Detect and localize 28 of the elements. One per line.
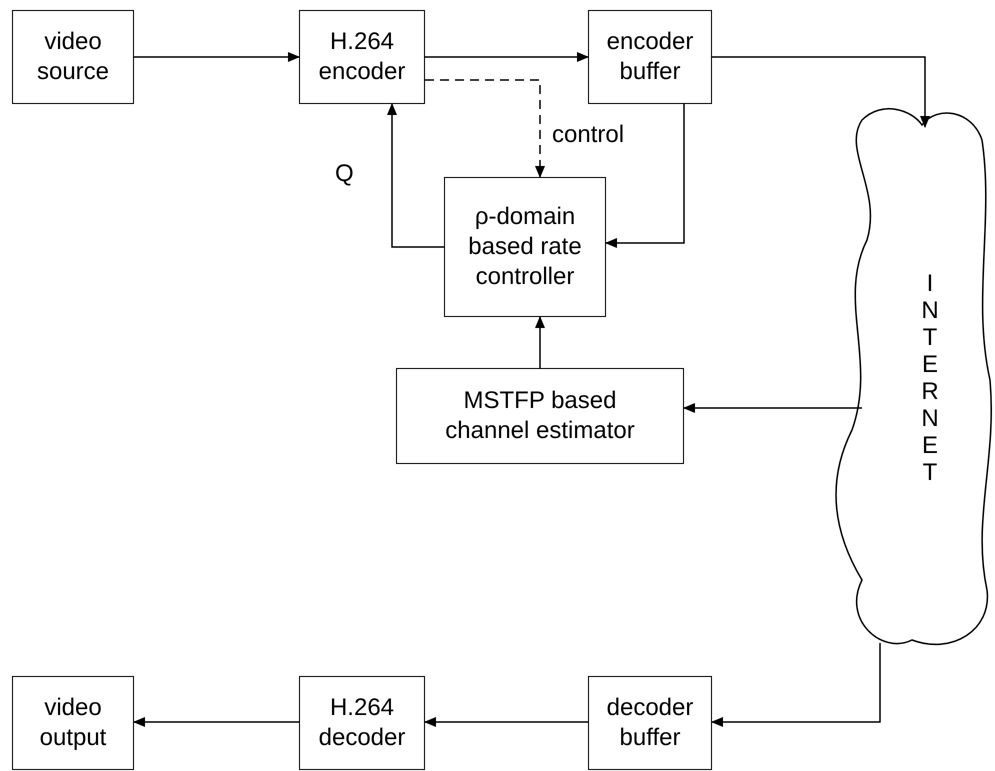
arrow (535, 316, 545, 368)
arrow (605, 104, 685, 248)
process-box (588, 676, 712, 770)
box-label: H.264 decoder (318, 693, 406, 753)
process-box (396, 368, 684, 464)
box-label: ρ-domain based rate controller (467, 202, 583, 292)
vertical-label: INTERNET (921, 270, 939, 486)
arrow (134, 52, 300, 62)
arrow (425, 79, 545, 178)
arrow (711, 643, 881, 727)
box-label: video output (38, 693, 108, 753)
process-box (299, 10, 425, 104)
process-box (299, 676, 425, 770)
box-label: video source (36, 27, 110, 87)
arrow (425, 52, 589, 62)
process-box (12, 676, 134, 770)
process-box (444, 177, 606, 317)
box-label: decoder buffer (606, 693, 694, 753)
arrow (712, 56, 930, 128)
box-label: MSTFP based channel estimator (444, 386, 636, 446)
arrow (683, 403, 862, 413)
arrow (424, 717, 588, 727)
box-label: H.264 encoder (318, 27, 406, 87)
arrow (133, 717, 299, 727)
box-label: encoder buffer (606, 27, 694, 87)
arrow (387, 103, 444, 248)
process-box (588, 10, 712, 104)
process-box (12, 10, 134, 104)
